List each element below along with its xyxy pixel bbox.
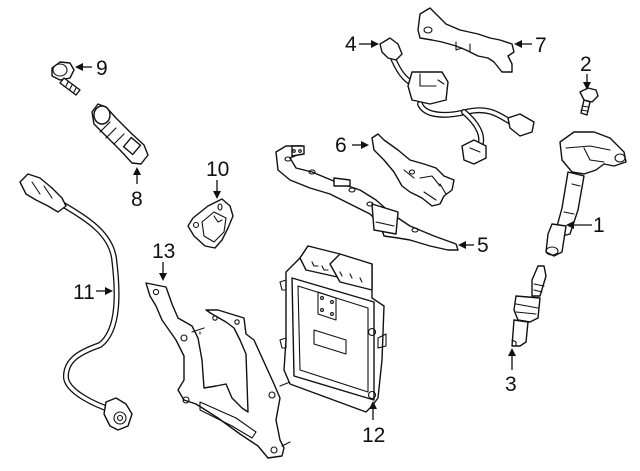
- arrow-2: [583, 82, 591, 90]
- part-3-spark-plug[interactable]: [511, 265, 547, 347]
- callout-10: 10: [206, 158, 229, 199]
- part-13-ecm-bracket[interactable]: [145, 282, 291, 459]
- arrow-6: [361, 141, 369, 149]
- callout-number-5: 5: [477, 234, 489, 257]
- callout-number-12: 12: [362, 424, 385, 447]
- part-10-sensor-cover[interactable]: [187, 198, 234, 249]
- arrow-13: [159, 273, 167, 281]
- callout-number-13: 13: [152, 240, 175, 263]
- part-8-camshaft-sensor[interactable]: [91, 103, 149, 165]
- part-5-harness-bracket[interactable]: [275, 145, 459, 251]
- part-2-coil-bolt[interactable]: [579, 87, 599, 116]
- callout-6: 6: [335, 134, 369, 157]
- callout-number-9: 9: [96, 57, 108, 80]
- arrow-12: [369, 401, 377, 409]
- callout-5: 5: [458, 234, 489, 257]
- callout-2: 2: [580, 53, 592, 90]
- arrow-10: [213, 191, 221, 199]
- callout-4: 4: [345, 33, 379, 56]
- arrow-8: [133, 167, 141, 175]
- callout-number-6: 6: [335, 134, 347, 157]
- arrow-7: [514, 40, 522, 48]
- callout-3: 3: [505, 348, 517, 396]
- callout-number-10: 10: [206, 158, 229, 181]
- callout-number-4: 4: [345, 33, 357, 56]
- arrow-5: [458, 241, 466, 249]
- callout-9: 9: [75, 57, 108, 80]
- callout-number-2: 2: [580, 53, 592, 76]
- callout-number-1: 1: [593, 214, 605, 237]
- arrow-1: [566, 221, 574, 229]
- callout-number-8: 8: [131, 188, 143, 211]
- callout-1: 1: [566, 214, 605, 237]
- callout-number-11: 11: [73, 281, 95, 304]
- callout-11: 11: [73, 281, 113, 304]
- part-9-bolt[interactable]: [51, 61, 81, 96]
- part-12-engine-control-module[interactable]: [279, 245, 387, 413]
- callout-13: 13: [152, 240, 175, 281]
- callout-12: 12: [362, 401, 385, 447]
- arrow-3: [508, 348, 516, 356]
- arrow-11: [105, 287, 113, 295]
- part-11-knock-sensor[interactable]: [19, 173, 133, 431]
- part-4-wiring-harness[interactable]: [379, 37, 535, 165]
- callout-number-7: 7: [535, 34, 547, 57]
- callout-number-3: 3: [505, 373, 517, 396]
- arrow-4: [371, 40, 379, 48]
- part-1-ignition-coil[interactable]: [545, 131, 627, 257]
- callout-7: 7: [514, 34, 547, 57]
- part-6-harness-bracket[interactable]: [371, 133, 455, 207]
- arrow-9: [75, 63, 83, 71]
- callout-8: 8: [131, 167, 143, 211]
- part-7-harness-bracket[interactable]: [417, 7, 515, 73]
